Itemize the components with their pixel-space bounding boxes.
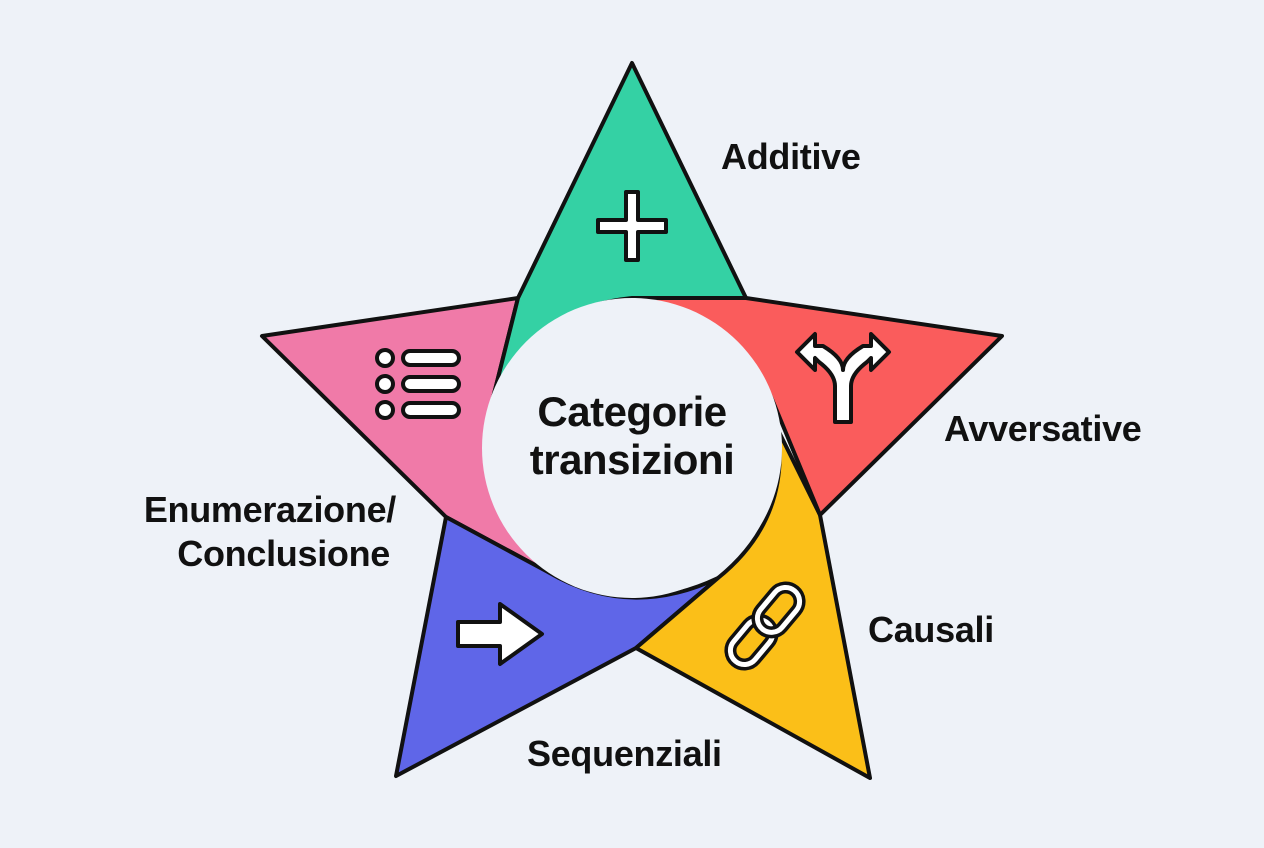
center-title-line1: Categorie [537,388,727,435]
label-causali: Causali [868,609,994,650]
center-circle [482,298,782,598]
label-sequenziali: Sequenziali [527,733,722,774]
bulleted-list-icon [375,348,461,420]
label-enumerazione-line1: Enumerazione/ [143,489,396,530]
chain-link-icon [724,581,806,671]
label-enumerazione-line2: Conclusione [177,533,390,574]
label-avversative: Avversative [944,408,1142,449]
center-title-line2: transizioni [529,436,735,483]
plus-icon [596,190,668,262]
label-additive: Additive [721,136,861,177]
right-arrow-icon [456,602,544,666]
fork-arrows-icon [795,332,891,424]
center-title: Categorie transizioni [482,388,782,484]
